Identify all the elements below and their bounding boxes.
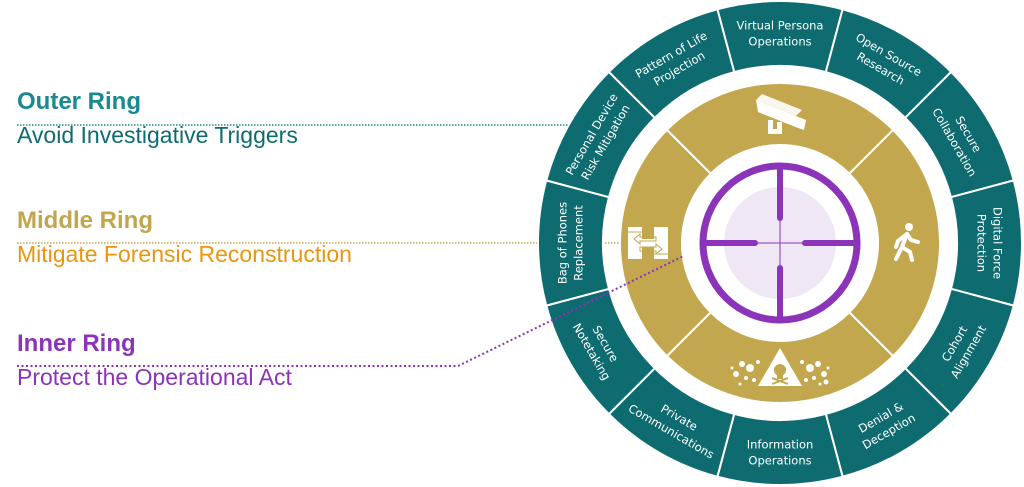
legend-inner-ring: Inner Ring Protect the Operational Act: [17, 330, 292, 391]
middle-ring: [619, 82, 941, 404]
outer-segment-label-line: Bag of Phones: [556, 202, 570, 284]
outer-segment-label-line: Information: [747, 438, 814, 452]
outer-segment-label-line: Protection: [975, 214, 989, 272]
outer-ring-title: Outer Ring: [17, 88, 141, 115]
outer-segment-label: Digital ForceProtection: [975, 207, 1005, 279]
outer-segment-label-line: Virtual Persona: [737, 19, 824, 33]
outer-segment-label-line: Operations: [748, 35, 811, 49]
outer-segment-shape: [607, 8, 736, 120]
crosshair-icon: [699, 162, 861, 324]
inner-ring-description: Protect the Operational Act: [17, 364, 292, 390]
outer-segment: Digital ForceProtection: [949, 179, 1023, 307]
security-camera-icon: [756, 94, 806, 134]
walking-person-icon: [894, 223, 920, 262]
middle-ring-title: Middle Ring: [17, 207, 153, 234]
outer-segment-label-line: Digital Force: [991, 207, 1005, 279]
inner-ring-title: Inner Ring: [17, 330, 136, 357]
outer-segment-label-line: Operations: [748, 454, 811, 468]
transfer-arrows-icon: [628, 227, 668, 259]
outer-ring-description: Avoid Investigative Triggers: [17, 122, 298, 148]
outer-segment: Denial &Deception: [824, 366, 953, 478]
inner-ring: [682, 145, 878, 341]
middle-ring-description: Mitigate Forensic Reconstruction: [17, 241, 352, 267]
inner-leader-line: [17, 247, 701, 367]
outer-segment-label-line: Replacement: [572, 205, 586, 281]
legend-middle-ring: Middle Ring Mitigate Forensic Reconstruc…: [17, 207, 352, 268]
legend-outer-ring: Outer Ring Avoid Investigative Triggers: [17, 88, 298, 149]
hazard-skull-icon: [730, 348, 830, 386]
